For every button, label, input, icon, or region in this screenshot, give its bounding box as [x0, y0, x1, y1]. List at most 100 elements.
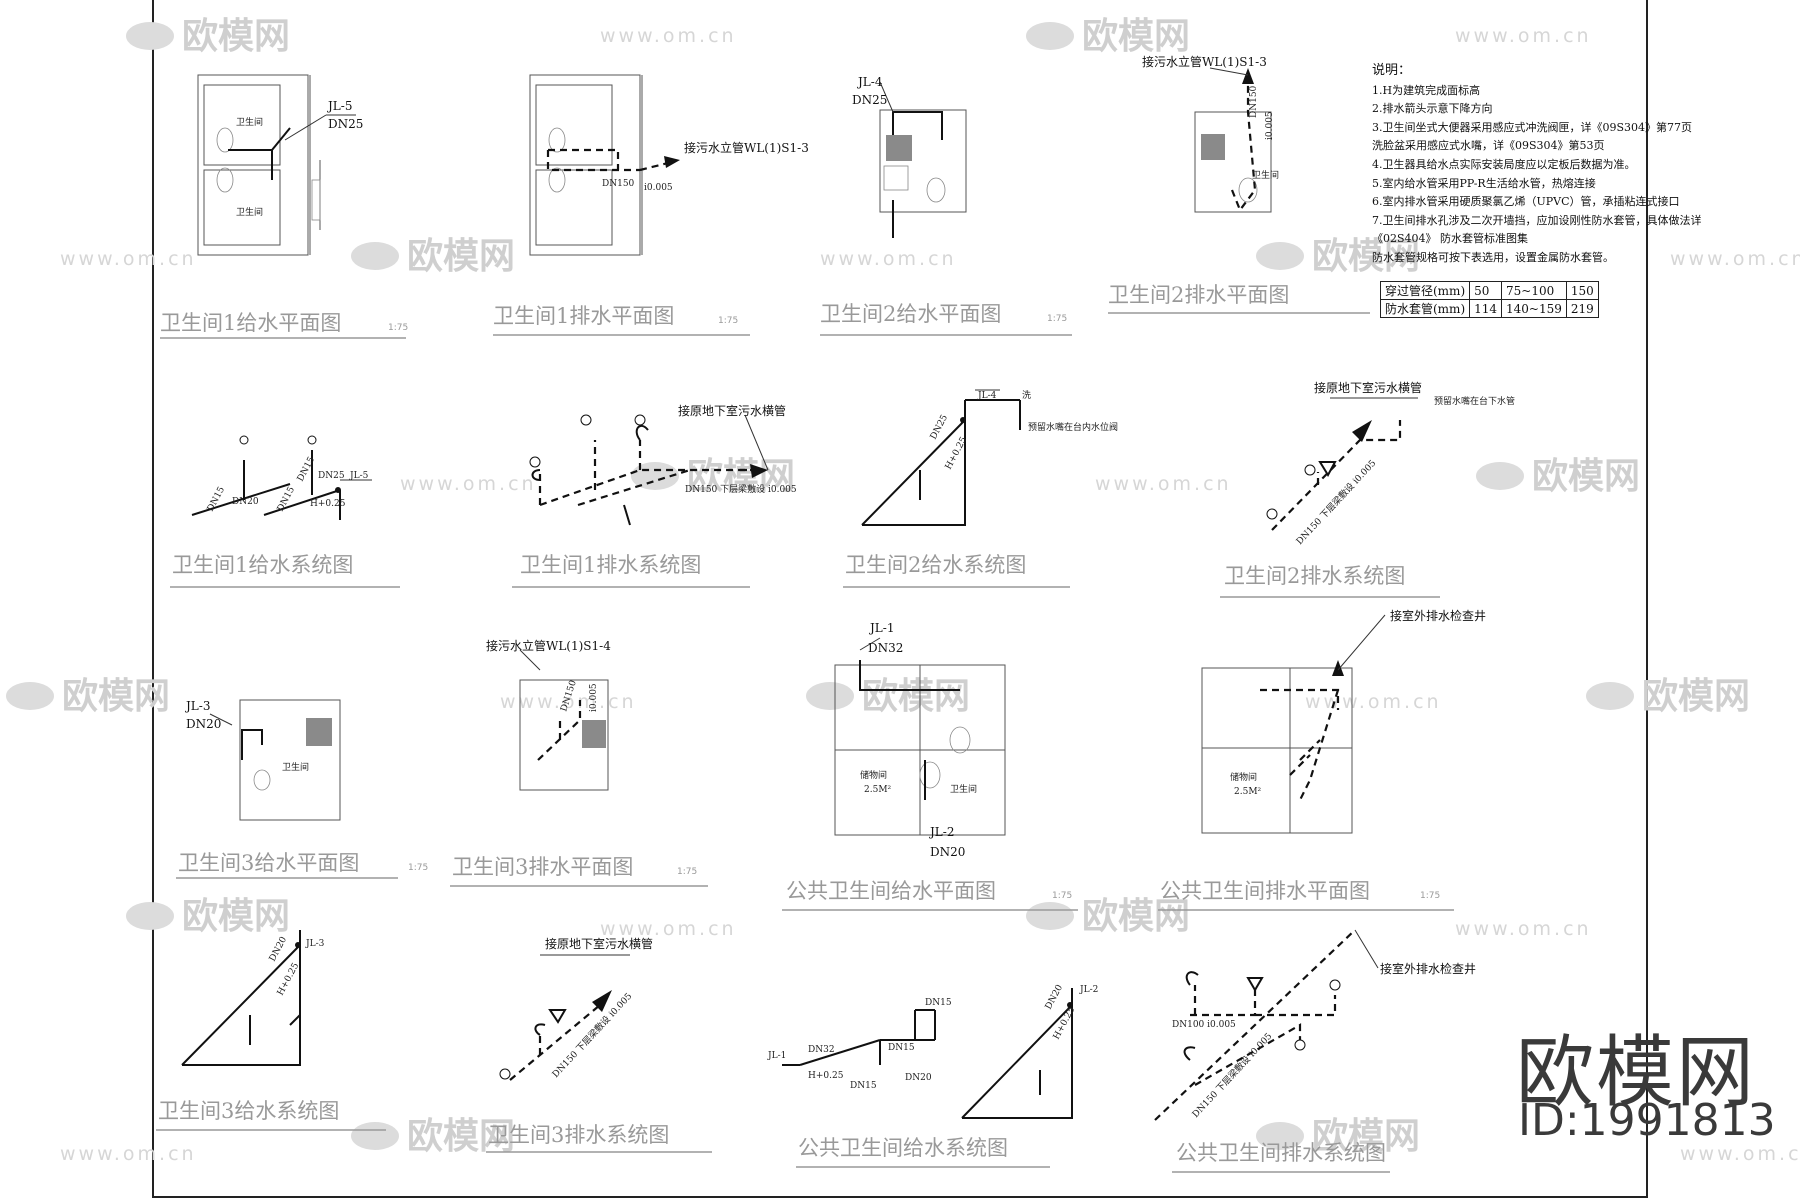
scale-wc1-supply-plan: 1:75 — [388, 323, 408, 333]
public-drain-plan-callout: 接室外排水检查井 — [1390, 608, 1486, 623]
wc1-drain-plan-size: DN150 — [602, 179, 635, 189]
wc2-supply-plan: JL-4 DN25 卫生间2给水平面图 1:75 — [820, 75, 1072, 336]
watermark-logo: 欧模网 — [1476, 456, 1640, 497]
public-sys-size-4: DN15 — [925, 998, 952, 1008]
note-2: 2.排水箭头示意下降方向 — [1372, 102, 1493, 116]
wc3-plan-size-label: DN20 — [186, 717, 221, 731]
public-drain-plan-room: 储物间 — [1230, 771, 1257, 783]
scale-public-supply-plan: 1:75 — [1052, 891, 1072, 901]
table-cell: 140~159 — [1501, 299, 1567, 318]
sleeve-spec-table: 穿过管径(mm) 50 75~100 150 防水套管(mm) 114 140~… — [1379, 281, 1599, 318]
scale-public-drain-plan: 1:75 — [1420, 891, 1440, 901]
scale-wc3-drain-plan: 1:75 — [677, 867, 697, 877]
svg-text:欧模网: 欧模网 — [687, 456, 795, 497]
wc2-drain-plan-riser-label: 接污水立管WL(1)S1-3 — [1142, 54, 1267, 69]
wc2-drain-sys-spec: DN150 下层梁敷设 i0.005 — [1293, 457, 1378, 547]
public-sys-riser-2: JL-2 — [1079, 985, 1098, 995]
caption-wc3-supply-plan: 卫生间3给水平面图 — [178, 851, 359, 875]
public-plan-size-1: DN32 — [868, 641, 903, 655]
wc2-drain-plan: 接污水立管WL(1)S1-3 DN150 i0.005 卫生间 卫生间2排水平面… — [1108, 54, 1370, 314]
public-sys-elev-1: H+0.25 — [808, 1071, 844, 1081]
svg-text:欧模网: 欧模网 — [1082, 16, 1190, 57]
caption-wc1-supply-system: 卫生间1给水系统图 — [172, 553, 353, 577]
svg-text:欧模网: 欧模网 — [1312, 236, 1420, 277]
svg-text:欧模网: 欧模网 — [62, 676, 170, 717]
watermark-url: www.om.cn — [1305, 691, 1442, 713]
table-cell: 75~100 — [1501, 281, 1567, 300]
svg-text:欧模网: 欧模网 — [407, 236, 515, 277]
watermark-logo: 欧模网 — [126, 896, 290, 937]
note-7b: 《02S404》 防水套管标准图集 — [1372, 232, 1529, 246]
caption-wc3-supply-system: 卫生间3给水系统图 — [158, 1099, 339, 1123]
watermark-url: www.om.cn — [60, 1143, 197, 1165]
wc3-sys-riser-label: JL-3 — [305, 939, 325, 949]
watermark-logo: 欧模网 — [1586, 676, 1750, 717]
public-sys-size-6: DN20 — [1044, 983, 1065, 1011]
scale-wc1-drain-plan: 1:75 — [718, 316, 738, 326]
svg-text:欧模网: 欧模网 — [1532, 456, 1640, 497]
caption-wc2-drain-system: 卫生间2排水系统图 — [1224, 564, 1405, 588]
watermark-url: www.om.cn — [60, 248, 197, 270]
watermark-url: www.om.cn — [600, 25, 737, 47]
watermark-layer: 欧模网欧模网欧模网欧模网欧模网欧模网欧模网欧模网欧模网欧模网欧模网欧模网欧模网w… — [6, 16, 1800, 1165]
wc3-plan-riser-label: JL-3 — [184, 699, 210, 713]
brand-logo-text: 欧模网 — [1516, 1028, 1757, 1118]
watermark-logo: 欧模网 — [126, 16, 290, 57]
note-7c: 防水套管规格可按下表选用，设置金属防水套管。 — [1372, 250, 1614, 264]
watermark-logo: 欧模网 — [351, 236, 515, 277]
wc1-plan-riser-label: JL-5 — [326, 99, 352, 113]
wc1-plan-size-label: DN25 — [328, 117, 363, 131]
table-cell: 防水套管(mm) — [1379, 299, 1471, 318]
caption-wc1-drain-plan: 卫生间1排水平面图 — [493, 304, 674, 328]
note-1: 1.H为建筑完成面标高 — [1372, 83, 1481, 97]
caption-wc1-drain-system: 卫生间1排水系统图 — [520, 553, 701, 577]
wc1-sys-riser-label: JL-5 — [349, 471, 369, 481]
watermark-logo: 欧模网 — [6, 676, 170, 717]
wc1-drain-system: 接原地下室污水横管 DN150 下层梁敷设 i0.005 卫生间1排水系统图 — [512, 403, 797, 588]
wc1-sys-elevation: H+0.25 — [310, 499, 346, 509]
public-sys-size-1: DN32 — [808, 1045, 835, 1055]
table-row: 穿过管径(mm) 50 75~100 150 — [1379, 281, 1599, 300]
watermark-url: www.om.cn — [1095, 473, 1232, 495]
svg-text:欧模网: 欧模网 — [182, 896, 290, 937]
public-plan-area: 2.5M² — [864, 785, 892, 795]
wc1-sys-size-b: DN20 — [232, 497, 259, 507]
wc2-sys-note: 预留水嘴在台内水位阀 — [1028, 421, 1118, 433]
wc1-plan-room-1: 卫生间 — [236, 116, 263, 128]
wc2-plan-riser-label: JL-4 — [856, 75, 883, 89]
wc3-drain-plan-riser-label: 接污水立管WL(1)S1-4 — [486, 638, 611, 653]
watermark-url: www.om.cn — [1680, 1143, 1800, 1165]
note-3: 3.卫生间坐式大便器采用感应式冲洗阀匣，详《09S304》第77页 — [1372, 120, 1693, 134]
public-drain-sys-callout: 接室外排水检查井 — [1380, 961, 1476, 976]
watermark-logo: 欧模网 — [351, 1116, 515, 1157]
note-3b: 洗脸盆采用感应式水嘴，详《09S304》第53页 — [1372, 139, 1605, 153]
watermark-url: www.om.cn — [500, 691, 637, 713]
watermark-logo: 欧模网 — [1026, 16, 1190, 57]
scale-wc2-supply-plan: 1:75 — [1047, 314, 1067, 324]
wc3-supply-system: JL-3 DN20 H+0.25 卫生间3给水系统图 — [156, 930, 386, 1131]
public-plan-room: 储物间 — [860, 769, 887, 781]
wc1-sys-size-d: DN15 — [276, 485, 297, 513]
table-cell: 219 — [1565, 299, 1599, 318]
public-plan-size-2: DN20 — [930, 845, 965, 859]
caption-wc1-supply-plan: 卫生间1给水平面图 — [160, 311, 341, 335]
caption-wc2-supply-plan: 卫生间2给水平面图 — [820, 302, 1001, 326]
wc1-drain-plan: 接污水立管WL(1)S1-3 DN150 i0.005 卫生间1排水平面图 1:… — [493, 74, 809, 336]
wc2-drain-system: 接原地下室污水横管 DN150 下层梁敷设 i0.005 预留水嘴在台下水管 卫… — [1220, 380, 1515, 598]
public-sys-elev-2: H+0.25 — [1052, 1005, 1078, 1041]
wc2-drain-plan-slope: i0.005 — [1265, 111, 1275, 140]
svg-text:欧模网: 欧模网 — [1312, 1116, 1420, 1157]
svg-text:欧模网: 欧模网 — [862, 676, 970, 717]
public-sys-size-2: DN15 — [850, 1081, 877, 1091]
wc1-drain-sys-callout: 接原地下室污水横管 — [678, 403, 786, 418]
caption-wc3-drain-system: 卫生间3排水系统图 — [488, 1123, 669, 1147]
watermark-logo: 欧模网 — [1026, 896, 1190, 937]
svg-text:欧模网: 欧模网 — [407, 1116, 515, 1157]
public-plan-wc: 卫生间 — [950, 783, 977, 795]
wc3-drain-sys-spec: DN150 下层梁敷设 i0.005 — [549, 990, 634, 1080]
caption-wc3-drain-plan: 卫生间3排水平面图 — [452, 855, 633, 879]
wc3-drain-system: 接原地下室污水横管 DN150 下层梁敷设 i0.005 卫生间3排水系统图 — [486, 936, 712, 1153]
wc1-supply-plan: 卫生间 卫生间 JL-5 DN25 卫生间1给水平面图 1:75 — [160, 74, 408, 339]
wc1-sys-size-e: DN15 — [296, 455, 317, 483]
